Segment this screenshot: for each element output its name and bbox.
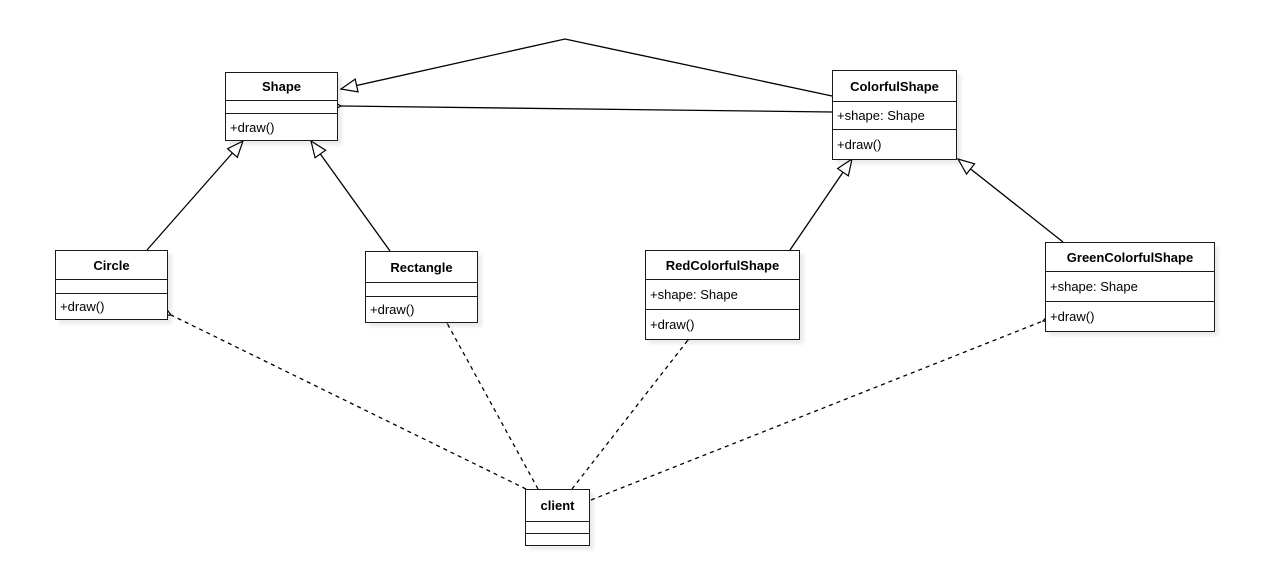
method-circle-draw: +draw(): [56, 293, 167, 319]
class-box-client: client: [525, 489, 590, 546]
methods-compartment-client: [526, 533, 589, 545]
generalization-redcolorfulshape-to-colorfulshape: [789, 157, 853, 251]
method-shape-draw: +draw(): [226, 113, 337, 140]
association-colorfulshape-to-shape: [329, 99, 833, 113]
dependency-client-to-greencolorfulshape: [590, 310, 1056, 501]
class-box-colorfulshape: ColorfulShape +shape: Shape +draw(): [832, 70, 957, 160]
method-greencolorfulshape-draw: +draw(): [1046, 301, 1214, 331]
attributes-compartment-circle: [56, 279, 167, 293]
class-name-rectangle: Rectangle: [390, 259, 453, 275]
dependency-client-to-circle: [158, 304, 527, 490]
generalization-colorfulshape-to-shape: [339, 38, 833, 97]
generalization-greencolorfulshape-to-colorfulshape: [956, 158, 1064, 243]
generalization-circle-to-shape: [146, 139, 245, 251]
dependency-client-to-redcolorfulshape: [571, 327, 701, 490]
attribute-colorfulshape-shape: +shape: Shape: [833, 101, 956, 129]
attribute-redcolorfulshape-shape: +shape: Shape: [646, 279, 799, 309]
method-redcolorfulshape-draw: +draw(): [646, 309, 799, 339]
attributes-compartment-rectangle: [366, 282, 477, 296]
attribute-greencolorfulshape-shape: +shape: Shape: [1046, 271, 1214, 301]
class-name-greencolorfulshape: GreenColorfulShape: [1066, 249, 1194, 265]
class-box-rectangle: Rectangle +draw(): [365, 251, 478, 323]
class-box-circle: Circle +draw(): [55, 250, 168, 320]
method-colorfulshape-draw: +draw(): [833, 129, 956, 159]
method-rectangle-draw: +draw(): [366, 296, 477, 322]
class-name-circle: Circle: [93, 257, 130, 273]
class-name-redcolorfulshape: RedColorfulShape: [665, 257, 780, 273]
class-box-shape: Shape +draw(): [225, 72, 338, 141]
attributes-compartment-shape: [226, 100, 337, 113]
generalization-rectangle-to-shape: [310, 139, 391, 252]
attributes-compartment-client: [526, 521, 589, 533]
class-name-shape: Shape: [261, 79, 301, 94]
class-name-client: client: [540, 498, 575, 513]
class-box-greencolorfulshape: GreenColorfulShape +shape: Shape +draw(): [1045, 242, 1215, 332]
class-name-colorfulshape: ColorfulShape: [850, 78, 939, 94]
class-box-redcolorfulshape: RedColorfulShape +shape: Shape +draw(): [645, 250, 800, 340]
dependency-client-to-rectangle: [435, 310, 539, 490]
